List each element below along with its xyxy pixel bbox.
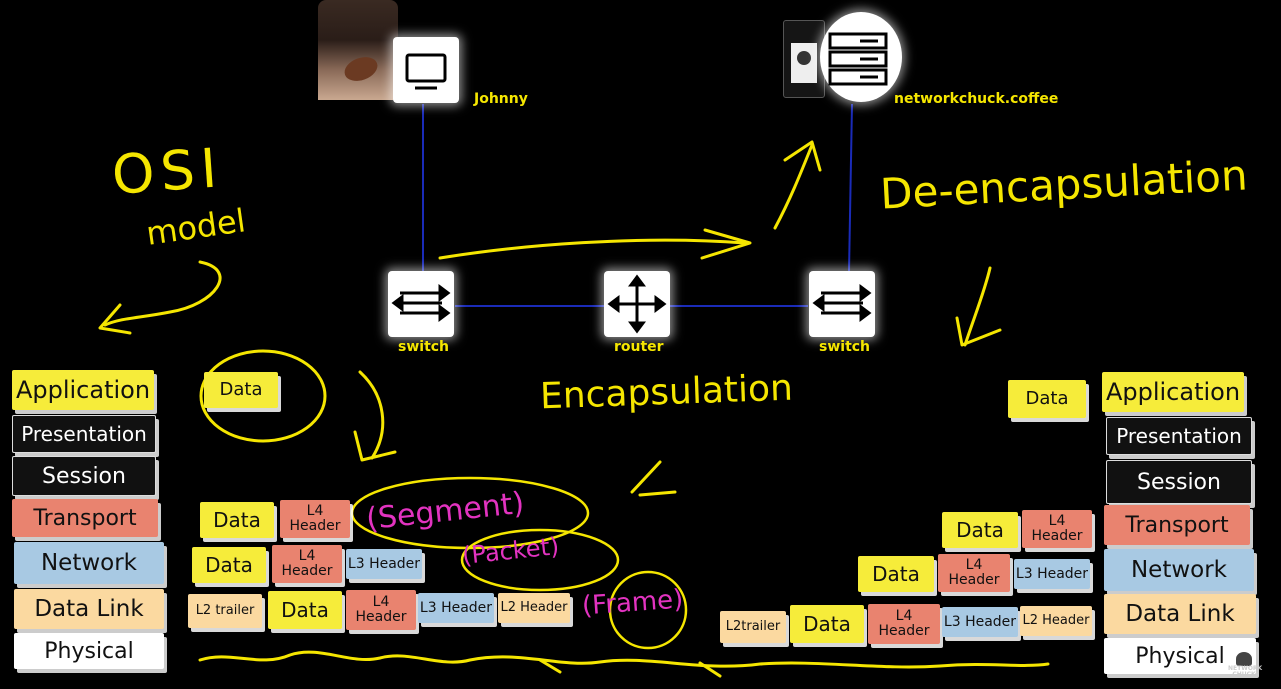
networkchuck-logo: NETWORK CHUCK xyxy=(1228,652,1262,686)
packet-left-l3-header: L3 Header xyxy=(346,549,422,579)
router-device[interactable] xyxy=(604,271,670,337)
segment-left-data: Data xyxy=(200,502,274,538)
frame-left-l2-header: L2 Header xyxy=(498,593,570,623)
johnny-photo xyxy=(318,0,398,100)
monitor-icon xyxy=(405,53,447,90)
osi-left-application: Application xyxy=(12,370,154,410)
switch-icon xyxy=(391,284,451,322)
switch-left-label: switch xyxy=(398,339,450,355)
osi-left-transport: Transport xyxy=(12,499,158,537)
football-icon xyxy=(341,52,381,86)
osi-right-transport: Transport xyxy=(1104,505,1250,545)
osi-left-physical: Physical xyxy=(14,633,164,669)
frame-right-l2-trailer: L2trailer xyxy=(720,611,786,643)
switch-right-device[interactable] xyxy=(809,271,875,337)
coffee-bag-icon xyxy=(783,20,825,98)
server-icon xyxy=(828,32,888,86)
encap-right-data: Data xyxy=(1008,380,1086,418)
osi-right-network: Network xyxy=(1104,549,1254,591)
osi-annotation: OSI xyxy=(109,136,225,207)
osi-left-presentation: Presentation xyxy=(12,415,156,453)
frame-right-l2-header: L2 Header xyxy=(1020,606,1092,636)
frame-left-l2-trailer: L2 trailer xyxy=(188,594,262,628)
frame-left-l4-header: L4 Header xyxy=(346,590,416,630)
encap-left-data: Data xyxy=(204,372,278,408)
packet-right-l3-header: L3 Header xyxy=(1014,559,1090,589)
frame-right-data: Data xyxy=(790,605,864,643)
computer-device[interactable] xyxy=(393,37,459,103)
frame-right-l3-header: L3 Header xyxy=(942,607,1018,637)
frame-left-l3-header: L3 Header xyxy=(418,593,494,623)
packet-right-l4-header: L4 Header xyxy=(938,554,1010,592)
packet-left-l4-header: L4 Header xyxy=(272,545,342,583)
router-icon xyxy=(607,274,667,334)
switch-left-device[interactable] xyxy=(388,271,454,337)
osi-left-session: Session xyxy=(12,456,156,496)
osi-left-datalink: Data Link xyxy=(14,589,164,629)
osi-right-datalink: Data Link xyxy=(1104,594,1256,634)
osi-right-presentation: Presentation xyxy=(1106,417,1252,455)
frame-right-l4-header: L4 Header xyxy=(868,604,940,644)
segment-left-l4-header: L4 Header xyxy=(280,500,350,538)
switch-right-label: switch xyxy=(819,339,871,355)
annotation-strokes xyxy=(98,140,1050,678)
packet-right-data: Data xyxy=(858,556,934,592)
johnny-label: Johnny xyxy=(474,91,528,107)
router-label: router xyxy=(614,339,664,355)
network-links xyxy=(422,103,853,307)
segment-right-data: Data xyxy=(942,512,1018,548)
switch-icon xyxy=(812,284,872,322)
server-device[interactable] xyxy=(820,12,902,102)
annotation-circles xyxy=(350,476,688,650)
osi-left-network: Network xyxy=(14,542,164,584)
osi-right-session: Session xyxy=(1106,460,1252,504)
segment-right-l4-header: L4 Header xyxy=(1022,510,1092,548)
osi-right-physical: Physical xyxy=(1104,638,1256,674)
packet-left-data: Data xyxy=(192,547,266,583)
osi-right-application: Application xyxy=(1102,372,1244,412)
server-label: networkchuck.coffee xyxy=(894,91,1059,107)
frame-left-data: Data xyxy=(268,591,342,629)
